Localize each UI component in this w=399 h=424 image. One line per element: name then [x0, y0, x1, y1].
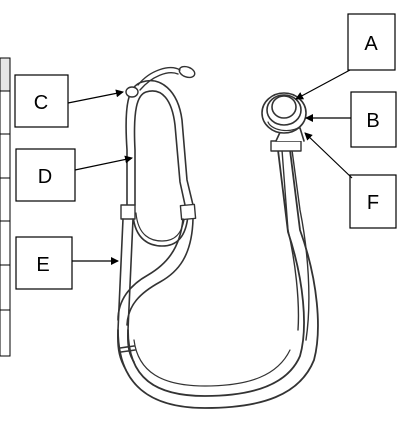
label-e: E	[36, 254, 49, 276]
label-f-group: F	[304, 132, 397, 229]
label-b-group: B	[305, 91, 397, 148]
chestpiece	[261, 92, 307, 142]
label-c-box	[14, 74, 69, 128]
label-a: A	[364, 33, 378, 55]
label-b-box	[350, 91, 397, 148]
main-tube-outer	[117, 149, 319, 409]
headband-spring	[132, 214, 189, 247]
label-f-box	[349, 174, 397, 229]
stethoscope	[117, 65, 319, 409]
label-a-arrow	[295, 69, 351, 100]
label-a-group: A	[295, 13, 396, 100]
label-b: B	[366, 110, 379, 132]
label-d: D	[38, 166, 52, 188]
label-f-arrow	[304, 132, 353, 179]
label-f: F	[367, 192, 379, 214]
right-yoke-sleeve	[179, 203, 197, 221]
ear-tips	[125, 65, 196, 98]
stem-collar	[270, 140, 302, 152]
label-e-box	[15, 236, 73, 290]
label-d-box	[15, 148, 76, 202]
label-c-arrow	[67, 89, 124, 104]
label-a-box	[347, 13, 396, 71]
label-c-group: C	[14, 74, 124, 128]
binaural-tube-outer	[125, 79, 194, 206]
label-d-group: D	[15, 148, 133, 202]
partial-table	[0, 57, 11, 357]
label-d-arrow	[74, 155, 133, 171]
label-e-group: E	[15, 236, 119, 290]
binaural-tube-inner	[133, 90, 186, 206]
left-yoke-sleeve	[120, 204, 136, 220]
label-c: C	[34, 92, 48, 114]
main-tube-inner	[127, 149, 305, 397]
